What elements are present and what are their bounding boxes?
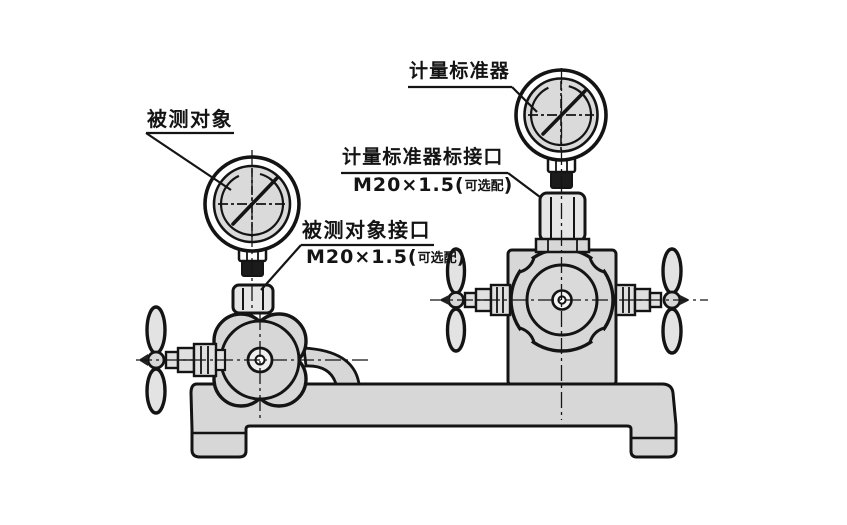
- handle-top-lobe: [661, 247, 683, 295]
- right-left-valve-handle: [441, 247, 512, 353]
- test-object-leader: [145, 132, 232, 191]
- standard-port-leader: [507, 172, 541, 198]
- optional-note: 可选配: [464, 179, 504, 194]
- left-pump-arm: [302, 346, 361, 386]
- gauge-needle: [541, 89, 587, 136]
- handle-bottom-lobe: [445, 307, 467, 353]
- test-object-port: [231, 283, 275, 315]
- label-standard-port-title: 计量标准器标接口: [342, 146, 504, 168]
- optional-note: 可选配: [417, 251, 457, 266]
- thread-size: M20×1.5(: [306, 246, 418, 268]
- thread-size-close: ): [456, 246, 467, 268]
- dial-arc: [529, 86, 593, 147]
- centerlines: [136, 68, 708, 420]
- thread-size: M20×1.5(: [353, 174, 465, 196]
- thread-size-close: ): [503, 174, 514, 196]
- base-plate: [189, 382, 678, 459]
- handle-top-lobe: [145, 305, 167, 355]
- right-right-valve-handle: [614, 247, 688, 355]
- standard-gauge-port: [534, 191, 591, 254]
- dial-arc: [219, 174, 285, 237]
- label-standard-gauge: 计量标准器: [409, 60, 511, 82]
- gauge-needle: [231, 176, 279, 226]
- label-test-port-spec: M20×1.5(可选配): [306, 247, 466, 268]
- label-test-object: 被测对象: [147, 107, 233, 131]
- handle-bottom-lobe: [661, 307, 683, 355]
- handle-bottom-lobe: [145, 367, 167, 415]
- label-test-port-title: 被测对象接口: [302, 218, 431, 242]
- leader-lines: [145, 85, 541, 291]
- label-standard-port-spec: M20×1.5(可选配): [353, 175, 513, 196]
- standard-gauge-leader: [511, 86, 538, 113]
- test-port-leader: [260, 244, 302, 291]
